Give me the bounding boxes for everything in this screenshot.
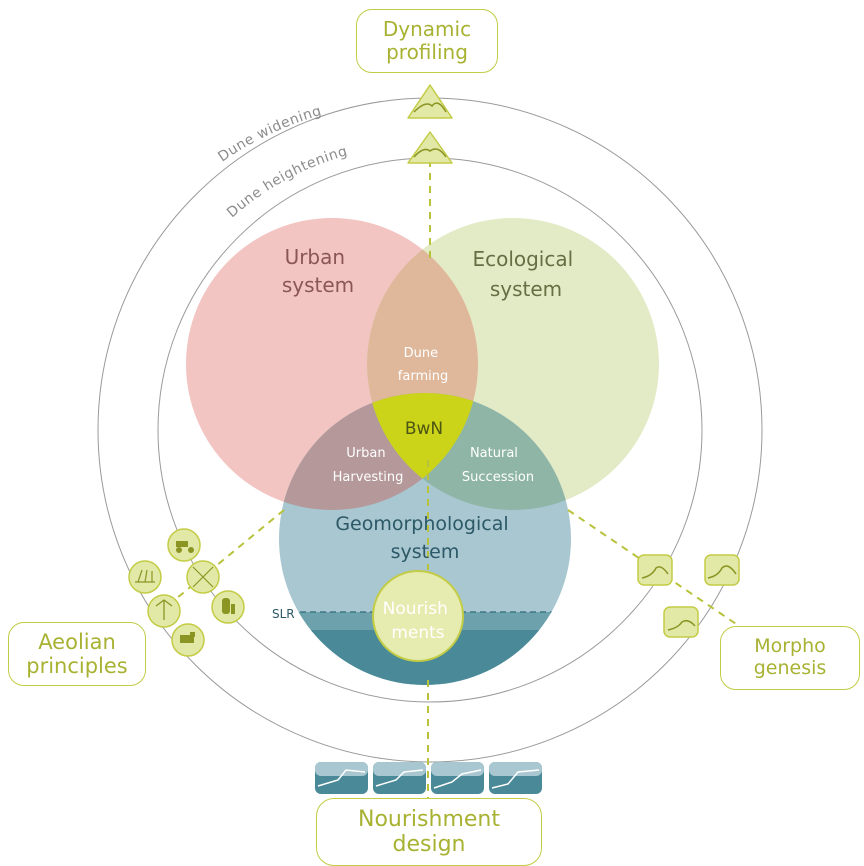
dune-profile-icon	[663, 606, 699, 638]
nourishments-circle	[372, 570, 464, 662]
nourishment-design-box: Nourishment design	[316, 798, 542, 866]
aeolian-principles-line-2: principles	[26, 654, 128, 678]
morpho-genesis-box: Morpho genesis	[720, 626, 860, 690]
dune-triangle-icon	[407, 131, 453, 164]
dynamic-profiling-line-2: profiling	[386, 40, 468, 64]
dune-profile-icon	[704, 554, 740, 586]
profile-tile-icon	[431, 762, 484, 794]
dune-triangle-icon	[407, 84, 453, 119]
vehicle-icon	[171, 623, 205, 657]
profile-tile-icon	[489, 762, 542, 794]
natural-succession-label: Natural Succession	[462, 446, 534, 485]
urban-harvesting-label: Urban Harvesting	[333, 446, 404, 485]
bwn-label: BwN	[405, 419, 443, 439]
nourishment-design-line-1: Nourishment	[358, 806, 500, 832]
dynamic-profiling-box: Dynamic profiling	[356, 9, 498, 73]
cross-fence-icon	[186, 560, 220, 594]
silo-icon	[211, 590, 245, 624]
profile-tile-icon	[373, 762, 426, 794]
nourishment-design-line-2: design	[392, 832, 466, 857]
dune-profile-icon	[637, 554, 673, 586]
morpho-genesis-line-2: genesis	[753, 657, 827, 679]
morpho-genesis-line-1: Morpho	[754, 635, 826, 658]
aeolian-principles-box: Aeolian principles	[8, 622, 146, 686]
dynamic-profiling-line-1: Dynamic	[382, 17, 472, 41]
ecological-system-label: Ecological system	[472, 247, 579, 301]
tractor-icon	[167, 528, 201, 562]
urban-system-label: Urban system	[282, 245, 354, 297]
profile-tile-icon	[315, 762, 368, 794]
aeolian-principles-line-1: Aeolian	[38, 629, 116, 654]
geomorphological-system-label: Geomorphological system	[335, 513, 514, 563]
slr-label: SLR	[272, 607, 295, 621]
windmill-icon	[147, 594, 181, 628]
ring-label-inner: Dune heightening	[224, 143, 349, 221]
natural-succession-overlap	[367, 393, 571, 510]
fence-icon	[128, 560, 162, 594]
urban-harvesting-overlap	[279, 393, 478, 510]
nourishments-label: Nourish ments	[383, 599, 454, 643]
dune-farming-label: Dune farming	[398, 346, 448, 384]
ring-label-outer: Dune widening	[215, 103, 323, 165]
